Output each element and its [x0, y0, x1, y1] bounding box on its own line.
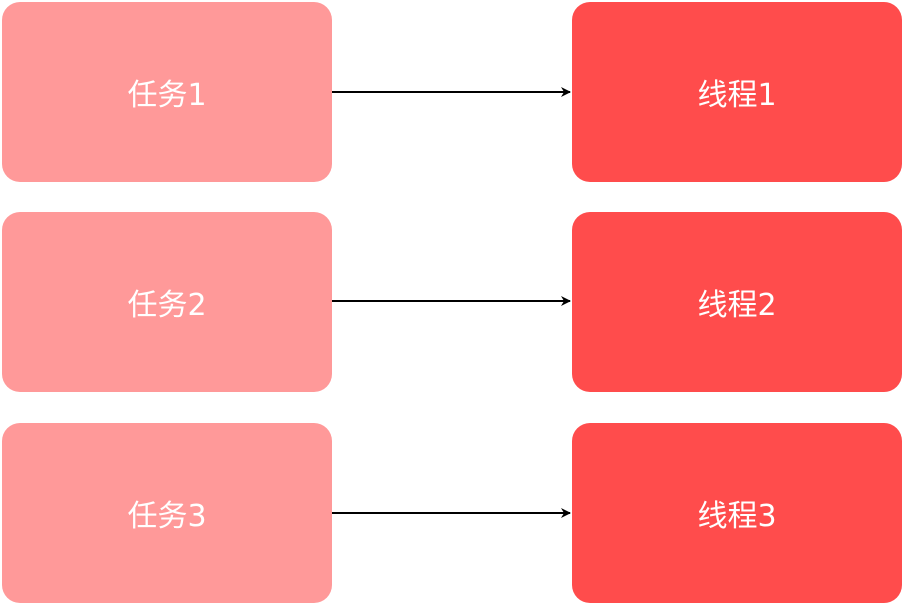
thread-box-1: 线程1: [572, 2, 902, 182]
task-box-1: 任务1: [2, 2, 332, 182]
task-box-2: 任务2: [2, 212, 332, 392]
thread-box-2: 线程2: [572, 212, 902, 392]
task-box-3: 任务3: [2, 423, 332, 603]
thread-box-3: 线程3: [572, 423, 902, 603]
